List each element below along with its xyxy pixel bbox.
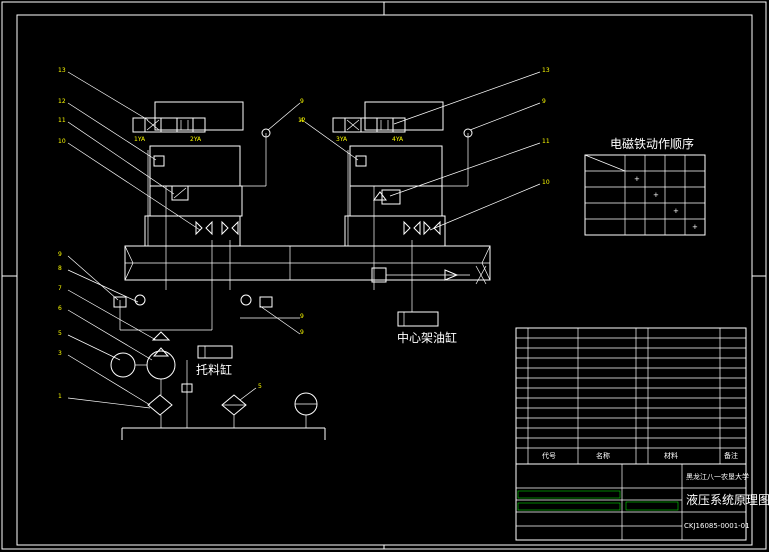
balloon: 9 (58, 251, 62, 258)
pump-circuit (110, 294, 326, 440)
solenoid-label: 4YA (392, 136, 404, 143)
svg-text:+: + (653, 191, 659, 199)
leader-lines (67, 71, 541, 409)
balloon: 9 (300, 329, 304, 336)
balloon: 13 (58, 67, 66, 74)
balloon: 3 (58, 350, 62, 357)
drawing-title: 液压系统原理图 (686, 492, 769, 507)
balloon: 10 (542, 179, 550, 186)
title-block: 黑龙江八一农垦大学 液压系统原理图 CKJ16085-0001-01 (515, 463, 769, 541)
drawing-code: CKJ16085-0001-01 (684, 522, 750, 530)
balloon: 8 (58, 265, 62, 272)
balloon: 9 (300, 313, 304, 320)
solenoid-label: 2YA (190, 136, 202, 143)
solenoid-sequence-table: 电磁铁动作顺序 + + + + (584, 136, 706, 236)
svg-text:+: + (673, 207, 679, 215)
bom-header-remark: 备注 (724, 451, 738, 460)
solenoid-label: 3YA (336, 136, 348, 143)
center-frame-cylinder-label: 中心架油缸 (397, 330, 457, 345)
balloon: 1 (58, 393, 62, 400)
balloon: 12 (298, 117, 306, 124)
svg-text:+: + (634, 175, 640, 183)
balloon: 4 (300, 117, 304, 124)
balloon: 11 (58, 117, 66, 124)
balloon: 10 (58, 138, 66, 145)
solenoid-label: 1YA (134, 136, 146, 143)
right-valve-stack (332, 101, 487, 327)
balloon: 5 (258, 383, 262, 390)
balloon: 12 (58, 98, 66, 105)
balloon: 13 (542, 67, 550, 74)
balloon: 7 (58, 285, 62, 292)
balloon: 5 (58, 330, 62, 337)
bom-header-name: 名称 (596, 451, 610, 460)
balloon: 9 (542, 98, 546, 105)
balloon: 9 (300, 98, 304, 105)
sequence-title: 电磁铁动作顺序 (610, 136, 694, 151)
bom-header-material: 材料 (664, 451, 678, 460)
left-valve-stack (132, 101, 271, 330)
tray-cylinder-label: 托料缸 (196, 362, 232, 377)
manifold-block (124, 245, 491, 281)
bom-header-code: 代号 (542, 451, 556, 460)
balloon: 6 (58, 305, 62, 312)
svg-text:+: + (692, 223, 698, 231)
bom-table: 代号 名称 材料 备注 (515, 327, 747, 465)
school-name: 黑龙江八一农垦大学 (686, 472, 749, 481)
balloon: 11 (542, 138, 550, 145)
